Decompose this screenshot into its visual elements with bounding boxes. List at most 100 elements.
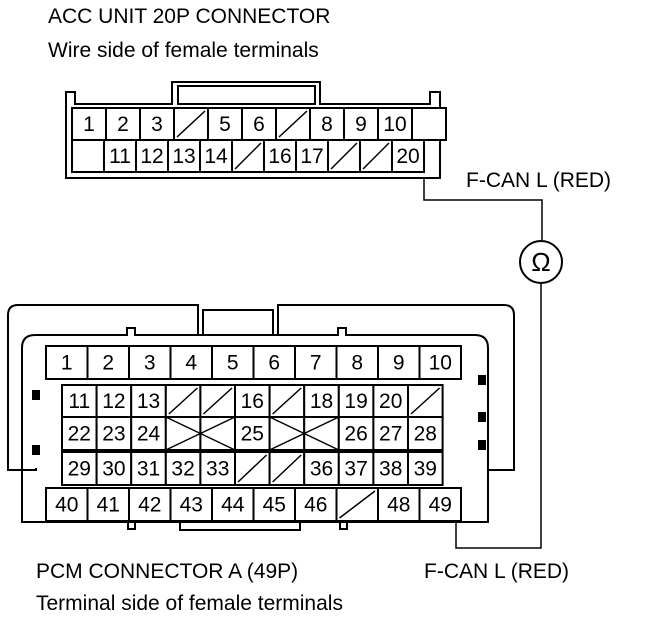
terminal-number: 8	[351, 352, 363, 375]
acc-wire-label: F-CAN L (RED)	[466, 169, 612, 192]
terminal-cavity: 19	[337, 384, 375, 418]
terminal-cavity: 10	[418, 345, 462, 380]
terminal-cavity: 32	[164, 451, 202, 486]
terminal-number: 3	[144, 352, 156, 375]
terminal-number: 25	[241, 423, 264, 446]
terminal-number: 30	[102, 458, 125, 481]
unused-terminal-mark	[237, 454, 268, 483]
terminal-number: 41	[97, 494, 120, 517]
terminal-cavity: 12	[95, 384, 133, 418]
terminal-cavity	[359, 139, 393, 173]
terminal-cavity	[303, 416, 340, 451]
terminal-cavity: 9	[343, 107, 379, 141]
acc-connector-subtitle: Wire side of female terminals	[48, 39, 319, 62]
unused-terminal-mark	[168, 387, 198, 415]
unused-terminal-mark	[202, 387, 233, 415]
terminal-cavity: 49	[418, 487, 462, 522]
unused-terminal-mark	[176, 110, 206, 138]
terminal-number: 26	[344, 423, 367, 446]
blocked-terminal-pair-mark	[165, 416, 236, 451]
unused-terminal-mark	[410, 387, 441, 415]
terminal-cavity: 43	[169, 487, 213, 522]
terminal-cavity: 24	[130, 416, 167, 451]
terminal-number: 9	[393, 352, 405, 375]
acc-connector-title: ACC UNIT 20P CONNECTOR	[48, 5, 331, 28]
terminal-cavity: 27	[372, 416, 409, 451]
terminal-number: 29	[68, 458, 91, 481]
pcm-connector-title: PCM CONNECTOR A (49P)	[36, 560, 299, 583]
terminal-cavity: 16	[263, 139, 297, 173]
terminal-number: 20	[396, 145, 419, 168]
terminal-number: 1	[83, 113, 95, 136]
terminal-number: 7	[310, 352, 322, 375]
terminal-number: 32	[171, 458, 194, 481]
terminal-cavity: 18	[303, 384, 340, 418]
terminal-number: 40	[55, 494, 78, 517]
terminal-cavity: 38	[372, 451, 409, 486]
terminal-cavity: 12	[135, 139, 169, 173]
terminal-cavity	[335, 487, 379, 522]
terminal-cavity: 10	[377, 107, 413, 141]
terminal-cavity	[407, 384, 444, 418]
terminal-number: 28	[414, 423, 437, 446]
terminal-number: 6	[253, 113, 265, 136]
ohmmeter-icon	[519, 240, 563, 284]
terminal-cavity	[411, 107, 447, 141]
terminal-number: 12	[102, 390, 125, 413]
terminal-cavity	[268, 384, 306, 418]
terminal-number: 4	[185, 352, 197, 375]
terminal-number: 17	[300, 145, 323, 168]
terminal-cavity: 1	[71, 107, 107, 141]
terminal-number: 27	[379, 423, 402, 446]
terminal-number: 43	[180, 494, 203, 517]
terminal-cavity: 17	[295, 139, 329, 173]
terminal-cavity	[231, 139, 265, 173]
terminal-cavity	[173, 107, 209, 141]
terminal-cavity: 33	[199, 451, 236, 486]
terminal-cavity: 37	[337, 451, 375, 486]
terminal-cavity: 2	[105, 107, 141, 141]
terminal-number: 12	[140, 145, 163, 168]
terminal-cavity: 14	[199, 139, 233, 173]
terminal-cavity: 8	[335, 345, 379, 380]
terminal-number: 3	[151, 113, 163, 136]
terminal-cavity: 5	[207, 107, 243, 141]
terminal-number: 20	[379, 390, 402, 413]
blocked-terminal-pair-mark	[269, 416, 340, 451]
terminal-cavity	[199, 384, 236, 418]
terminal-cavity: 40	[45, 487, 89, 522]
unused-terminal-mark	[362, 142, 390, 170]
terminal-number: 37	[344, 458, 367, 481]
terminal-number: 9	[355, 113, 367, 136]
terminal-cavity: 11	[103, 139, 137, 173]
terminal-number: 10	[429, 352, 452, 375]
terminal-cavity	[268, 416, 306, 451]
acc-connector-housing	[65, 81, 441, 179]
terminal-number: 22	[68, 423, 91, 446]
terminal-cavity: 13	[130, 384, 167, 418]
terminal-number: 2	[102, 352, 114, 375]
terminal-cavity: 26	[337, 416, 375, 451]
terminal-cavity: 13	[167, 139, 201, 173]
terminal-cavity: 20	[372, 384, 409, 418]
pcm-locking-tabs	[32, 375, 486, 455]
terminal-cavity: 45	[252, 487, 296, 522]
unused-terminal-mark	[278, 110, 308, 138]
terminal-cavity: 25	[234, 416, 271, 451]
terminal-number: 42	[138, 494, 161, 517]
terminal-number: 13	[172, 145, 195, 168]
terminal-cavity: 6	[252, 345, 296, 380]
terminal-cavity: 2	[86, 345, 130, 380]
unused-terminal-mark	[272, 454, 302, 483]
terminal-cavity	[268, 451, 306, 486]
terminal-cavity: 4	[169, 345, 213, 380]
terminal-number: 24	[137, 423, 161, 446]
terminal-cavity: 42	[128, 487, 172, 522]
terminal-number: 16	[268, 145, 291, 168]
terminal-number: 8	[321, 113, 333, 136]
terminal-cavity: 39	[407, 451, 444, 486]
terminal-number: 5	[219, 113, 231, 136]
